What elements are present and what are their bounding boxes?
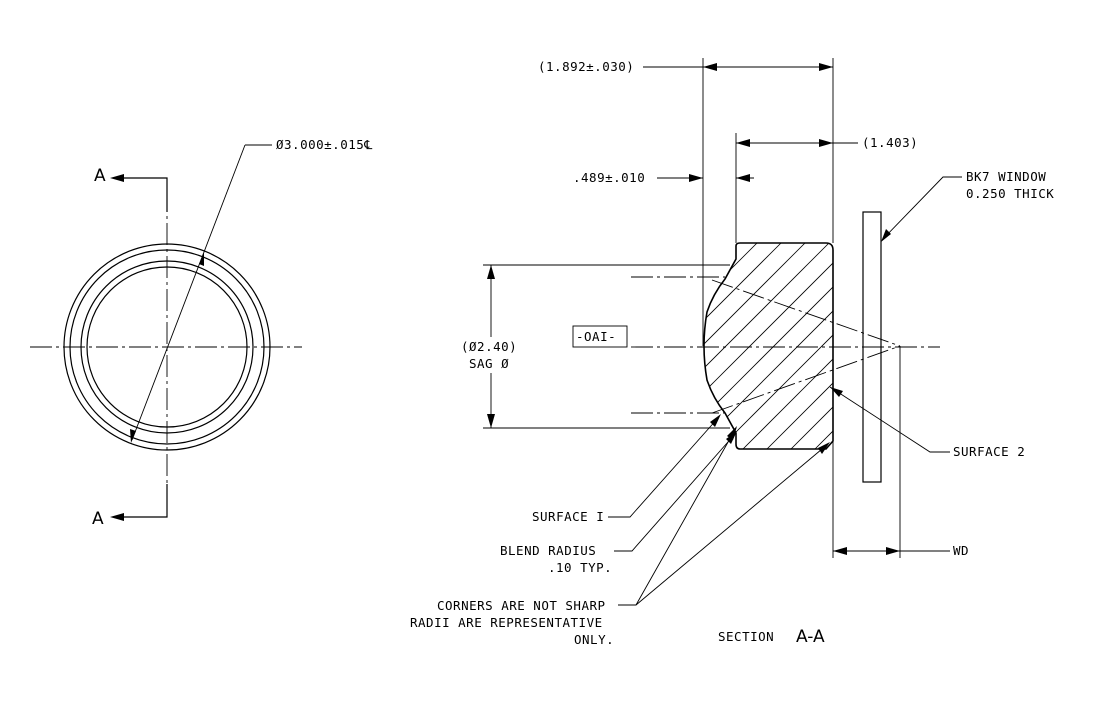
window-line2: 0.250 THICK (966, 186, 1054, 201)
diameter-label: Ø3.000±.015℄ (276, 137, 373, 152)
dim-wd: WD (953, 543, 969, 558)
sag-diameter-line2: SAG Ø (469, 356, 509, 371)
section-label: SECTION (718, 629, 774, 644)
diameter-leader (131, 144, 246, 441)
blend-radius-line1: BLEND RADIUS (500, 543, 596, 558)
lens-section-outline (703, 242, 834, 450)
section-mark-top: A (94, 166, 106, 186)
section-line-top (122, 177, 168, 212)
corners-line3: ONLY. (574, 632, 614, 647)
section-hatching (704, 243, 833, 449)
corners-line2: RADII ARE REPRESENTATIVE (410, 615, 603, 630)
datum: -OAI- (576, 329, 616, 344)
section-view: (1.892±.030) (1.403) .489±.010 (Ø2.40) S… (410, 58, 1054, 647)
surface-1-label: SURFACE I (532, 509, 604, 524)
dim-flange: .489±.010 (573, 170, 645, 185)
blend-radius-line2: .10 TYP. (548, 560, 612, 575)
sag-diameter-line1: (Ø2.40) (461, 339, 517, 354)
dim-overall: (1.892±.030) (538, 59, 634, 74)
section-id: A-A (796, 627, 825, 647)
bk7-window (862, 211, 882, 483)
surface-2-label: SURFACE 2 (953, 444, 1025, 459)
window-line1: BK7 WINDOW (966, 169, 1046, 184)
corners-line1: CORNERS ARE NOT SHARP (437, 598, 606, 613)
dim-inner: (1.403) (862, 135, 918, 150)
front-view: A A Ø3.000±.015℄ (30, 137, 373, 529)
datum-box (572, 325, 628, 348)
section-line-bottom (122, 484, 168, 518)
ray-lower (711, 345, 901, 414)
section-mark-bottom: A (92, 509, 104, 529)
ray-upper (711, 279, 901, 347)
